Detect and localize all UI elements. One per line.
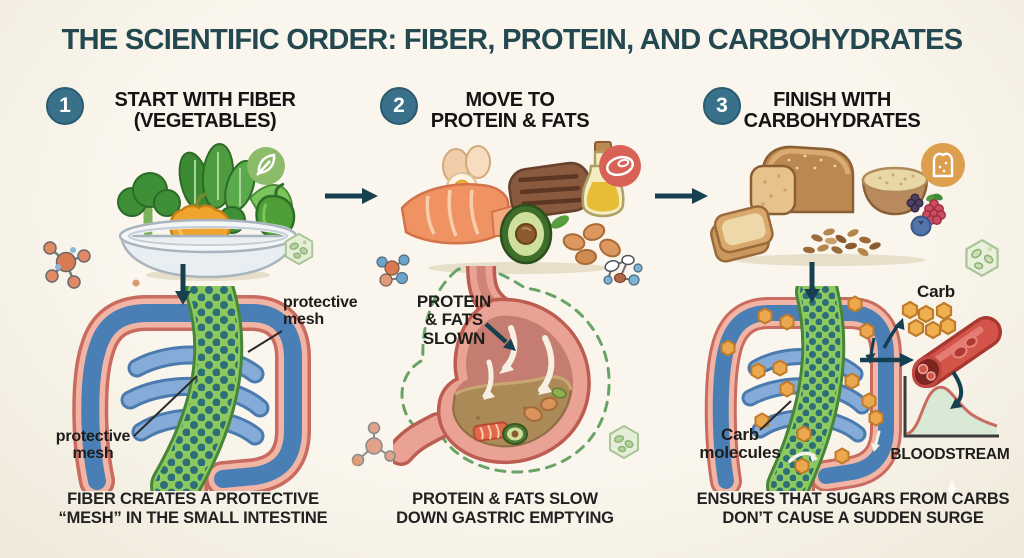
- bloodstream-chart: [903, 376, 999, 438]
- protective-mesh-label-top: protective mesh: [283, 294, 358, 329]
- bloodstream-label: BLOODSTREAM: [890, 446, 1010, 463]
- carb-molecules-label: Carb molecules: [699, 425, 781, 463]
- plant-cell-icon: [284, 232, 314, 266]
- protein-fats-slown-label: PROTEIN & FATS SLOWN: [416, 292, 492, 348]
- step2-title: MOVE TO PROTEIN & FATS: [430, 89, 590, 132]
- plant-cell-icon: [609, 424, 639, 460]
- carb-label: Carb: [917, 282, 955, 301]
- grain-pile: [803, 228, 881, 256]
- molecule-icon: [351, 421, 396, 467]
- molecule-icon: [43, 241, 91, 289]
- step3-number-badge: 3: [703, 87, 741, 125]
- step3-title: FINISH WITH CARBOHYDRATES: [743, 89, 921, 132]
- carbohydrate-foods-illustration: [709, 145, 946, 266]
- blackberry: [906, 193, 924, 213]
- bread-badge-icon: [921, 143, 965, 187]
- caption-carbs: ENSURES THAT SUGARS FROM CARBS DON’T CAU…: [696, 490, 1010, 528]
- leaf-badge-icon: [247, 147, 285, 185]
- step2-number-badge: 2: [380, 87, 418, 125]
- step1-number-badge: 1: [46, 87, 84, 125]
- intestine-carbs-illustration: [692, 286, 917, 491]
- stomach-illustration: [393, 266, 611, 474]
- blueberry: [910, 215, 932, 237]
- molecule-icon: [376, 254, 410, 287]
- vegetable-bowl-illustration: [117, 143, 298, 281]
- step1-title: START WITH FIBER (VEGETABLES): [114, 89, 296, 132]
- molecule-cluster-icon: [603, 254, 643, 286]
- protein-fats-foods-illustration: [400, 141, 625, 274]
- protective-mesh-label-bottom: protective mesh: [55, 428, 131, 463]
- raspberry: [922, 193, 946, 225]
- blood-vessel-illustration: [911, 316, 1002, 388]
- page-title: THE SCIENTIFIC ORDER: FIBER, PROTEIN, AN…: [61, 24, 964, 56]
- caption-fiber: FIBER CREATES A PROTECTIVE “MESH” IN THE…: [58, 490, 328, 528]
- caption-protein: PROTEIN & FATS SLOW DOWN GASTRIC EMPTYIN…: [396, 490, 614, 528]
- arrow-step1-to-step2: [325, 188, 378, 204]
- plant-cell-icon: [965, 238, 999, 278]
- arrow-step2-to-step3: [655, 188, 708, 204]
- steak-badge-icon: [599, 145, 641, 187]
